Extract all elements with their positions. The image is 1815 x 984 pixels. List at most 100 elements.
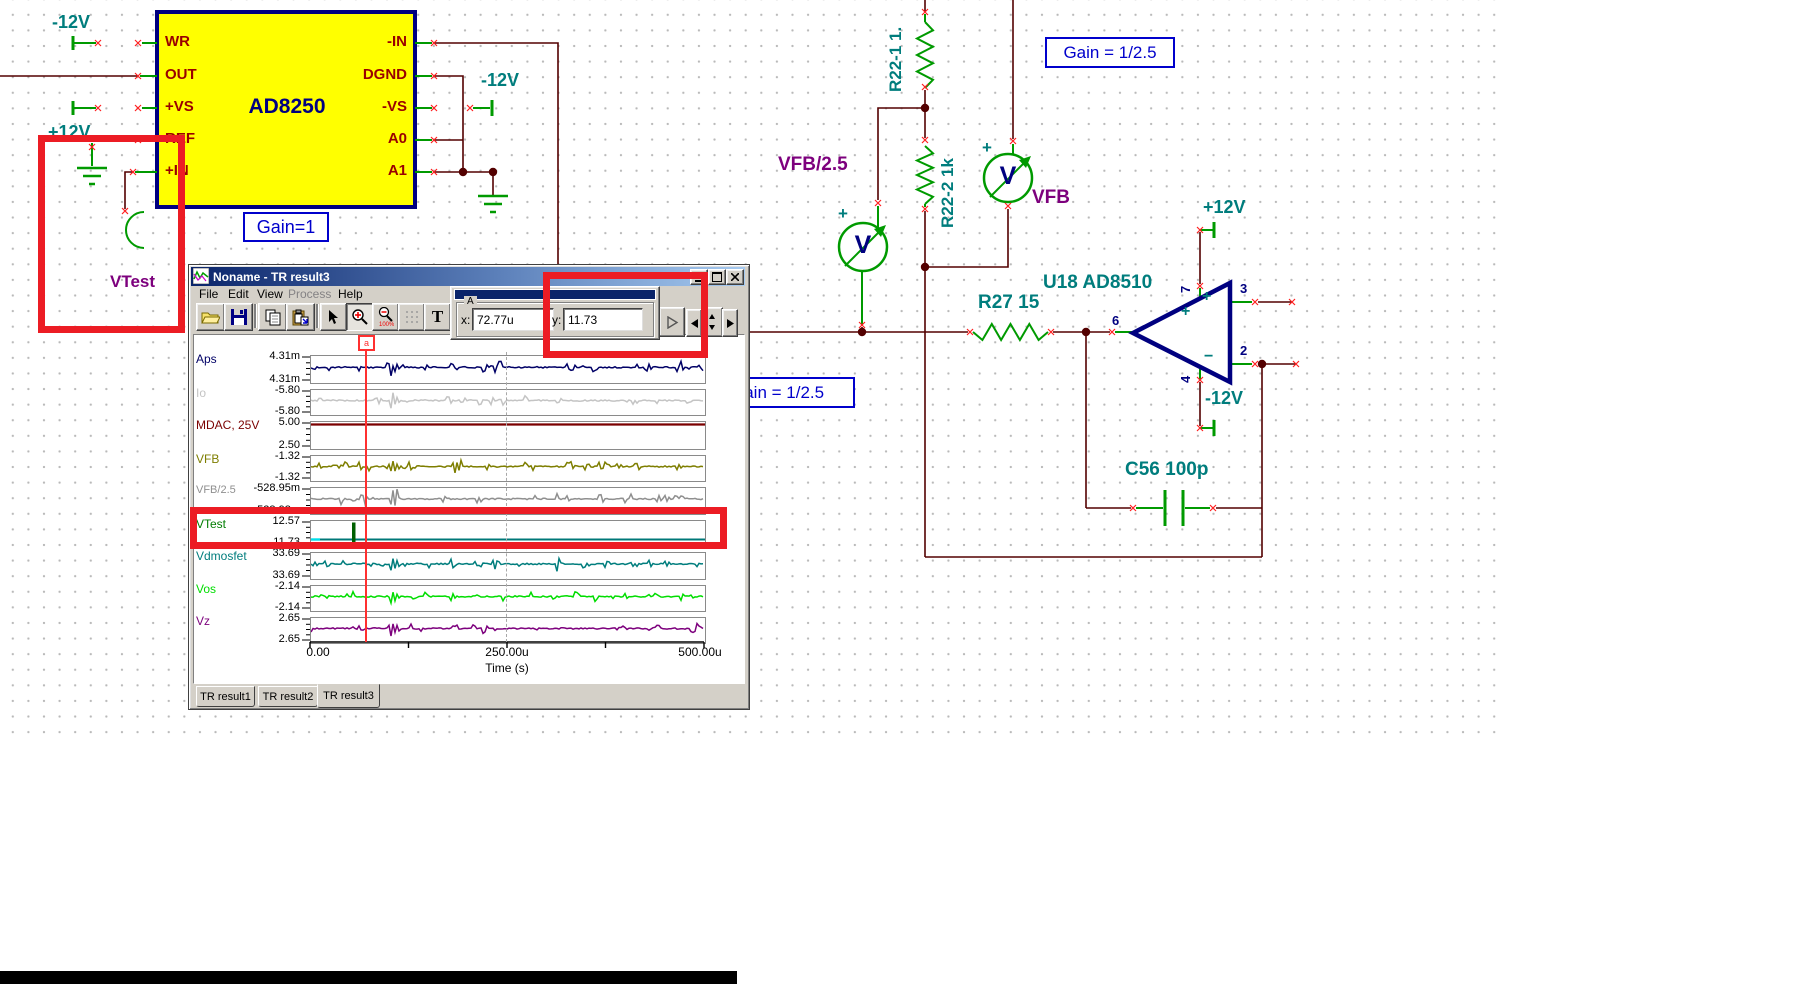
- trace-scale-top-Vos: -2.14: [274, 580, 300, 592]
- menu-process[interactable]: Process: [288, 287, 332, 301]
- close-icon: [731, 273, 739, 281]
- menu-edit[interactable]: Edit: [228, 287, 249, 301]
- trace-scale-bottom-VFB: -1.32: [274, 471, 300, 483]
- waveform-Vz: [310, 621, 704, 637]
- menu-view[interactable]: View: [257, 287, 283, 301]
- trace-plot-Vdmosfet[interactable]: [310, 552, 706, 580]
- resistor[interactable]: [914, 21, 936, 89]
- vfb25-meter-v[interactable]: V: [854, 231, 872, 259]
- wire[interactable]: [124, 171, 133, 209]
- resistor[interactable]: [914, 145, 936, 205]
- close-button[interactable]: [726, 269, 744, 285]
- vfb-meter-label[interactable]: VFB: [1032, 187, 1070, 208]
- trace-label-VTest[interactable]: VTest: [196, 517, 227, 531]
- cursor-flag[interactable]: a: [358, 335, 375, 351]
- ic-pin-DGND: DGND: [362, 66, 407, 83]
- trace-scale-top-MDAC, 25V: 5.00: [278, 416, 300, 428]
- pin-x-mark: [466, 104, 474, 112]
- xtick-0: 0.00: [306, 645, 330, 659]
- trace-plot-Vz[interactable]: [310, 617, 706, 644]
- open-button[interactable]: [196, 303, 225, 331]
- wire[interactable]: [927, 209, 1009, 268]
- trace-label-MDAC, 25V[interactable]: MDAC, 25V: [196, 418, 260, 432]
- vtest-source[interactable]: [125, 211, 145, 249]
- app-icon: [193, 268, 209, 284]
- pin-x-mark: [129, 168, 137, 176]
- resistor[interactable]: [972, 322, 1049, 342]
- zoom-out-100-button[interactable]: 100%: [372, 303, 399, 331]
- pin-x-mark: [1251, 360, 1259, 368]
- tab-tr-result3[interactable]: TR result3: [317, 684, 380, 708]
- cursor-panel-titlebar[interactable]: [454, 289, 656, 300]
- paste-icon: [292, 309, 309, 325]
- trace-label-VFB[interactable]: VFB: [196, 452, 220, 466]
- pointer-icon: [329, 309, 338, 324]
- trace-plot-VFB[interactable]: [310, 455, 706, 482]
- maximize-button[interactable]: [708, 269, 726, 285]
- c56-label[interactable]: C56 100p: [1125, 459, 1209, 480]
- trace-label-Vz[interactable]: Vz: [196, 614, 211, 628]
- menu-help[interactable]: Help: [338, 287, 363, 301]
- gain1-box[interactable]: Gain=1: [243, 212, 329, 242]
- menu-file[interactable]: File: [199, 287, 219, 301]
- neg12-ic-label[interactable]: -12V: [481, 70, 520, 90]
- zoom-out-100-icon: 100%: [378, 307, 394, 327]
- trace-plot-Aps[interactable]: [310, 355, 706, 384]
- tab-tr-result1[interactable]: TR result1: [196, 686, 255, 707]
- ic-name-label[interactable]: AD8250: [248, 95, 326, 118]
- trace-label-Vos[interactable]: Vos: [196, 582, 217, 596]
- trace-plot-Io[interactable]: [310, 389, 706, 416]
- save-icon: [230, 309, 247, 325]
- wire[interactable]: [434, 75, 464, 172]
- gain-1-2-5-box[interactable]: Gain = 1/2.5: [1045, 37, 1175, 68]
- pointer-button[interactable]: [320, 303, 347, 331]
- r27-label[interactable]: R27 15: [978, 292, 1040, 313]
- r22-2-label[interactable]: R22-2 1k: [938, 158, 957, 228]
- window-titlebar[interactable]: Noname - TR result3: [191, 267, 745, 286]
- cursor-line[interactable]: [365, 349, 367, 642]
- opamp-body[interactable]: [1128, 279, 1233, 386]
- zoom-in-button[interactable]: [346, 303, 373, 331]
- paste-button[interactable]: [286, 303, 315, 331]
- pin-x-mark: [1004, 202, 1012, 210]
- neg12-opamp-label[interactable]: -12V: [1205, 388, 1244, 408]
- copy-button[interactable]: [258, 303, 287, 331]
- vfb-meter-v[interactable]: V: [999, 162, 1017, 190]
- trace-scale-top-VFB: -1.32: [274, 450, 300, 462]
- pin-x-mark: [134, 72, 142, 80]
- save-button[interactable]: [224, 303, 253, 331]
- xtick-250u: 250.00u: [485, 645, 529, 659]
- ic-ref-cutoff-label[interactable]: U14 AD8250: [268, 0, 383, 6]
- pin-x-mark: [1209, 504, 1217, 512]
- pin-x-mark: [1251, 298, 1259, 306]
- cursor-x-field[interactable]: 72.77u: [472, 308, 554, 331]
- ic-pin-WR: WR: [165, 33, 190, 50]
- pin-x-mark: [921, 205, 929, 213]
- trace-label-VFB/2.5[interactable]: VFB/2.5: [196, 484, 236, 496]
- opamp-ref-label[interactable]: U18 AD8510: [1043, 272, 1153, 293]
- ic-body[interactable]: [155, 10, 417, 209]
- grid-button[interactable]: [398, 303, 425, 331]
- trace-label-Vdmosfet[interactable]: Vdmosfet: [196, 549, 247, 563]
- text-tool-button[interactable]: T: [424, 303, 451, 331]
- vfb25-meter-label[interactable]: VFB/2.5: [778, 154, 848, 175]
- cursor-y-field[interactable]: 11.73: [563, 308, 643, 331]
- trace-plot-Vos[interactable]: [310, 585, 706, 612]
- waveform-Vdmosfet: [310, 555, 704, 572]
- r22-1-label[interactable]: R22-1 1.: [886, 26, 905, 92]
- cursor-x-label: x:: [461, 313, 471, 327]
- trace-label-Io[interactable]: Io: [196, 386, 207, 400]
- tab-tr-result2[interactable]: TR result2: [258, 686, 318, 707]
- waveform-VFB: [310, 457, 704, 473]
- wire[interactable]: [877, 107, 925, 200]
- trace-scale-top-Vdmosfet: 33.69: [272, 547, 300, 559]
- vtest-label[interactable]: VTest: [110, 272, 156, 291]
- trace-plot-MDAC, 25V[interactable]: [310, 421, 706, 450]
- pos12-opamp-label[interactable]: +12V: [1203, 197, 1246, 217]
- pin-x-mark: [430, 104, 438, 112]
- neg12-left-label[interactable]: -12V: [52, 12, 91, 32]
- wire[interactable]: [434, 42, 559, 264]
- next-button[interactable]: [722, 309, 738, 337]
- trace-label-Aps[interactable]: Aps: [196, 352, 217, 366]
